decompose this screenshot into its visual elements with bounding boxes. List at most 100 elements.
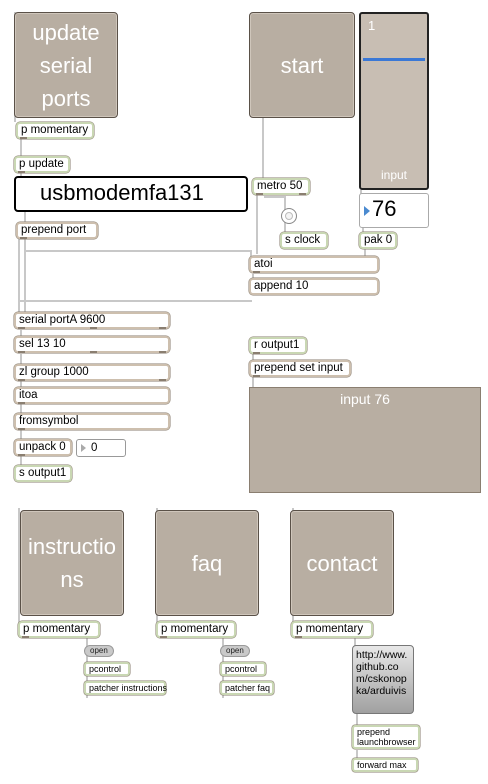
slider-level-indicator — [363, 58, 425, 62]
unpack-object[interactable]: unpack 0 — [14, 439, 72, 456]
input-slider[interactable]: 1 input — [359, 12, 429, 190]
wire — [262, 118, 264, 178]
open-faq-message[interactable]: open — [220, 645, 250, 657]
open-instructions-message[interactable]: open — [84, 645, 114, 657]
wire — [18, 508, 20, 624]
url-message-box[interactable]: http://www.github.com/cskonopka/arduivis — [352, 645, 414, 714]
output-display-text: input 76 — [340, 391, 390, 407]
p-update-object[interactable]: p update — [14, 156, 70, 173]
wire — [252, 377, 254, 387]
wire — [250, 250, 252, 260]
object-label: prepend port — [21, 224, 87, 236]
p-momentary-object[interactable]: p momentary — [16, 122, 94, 139]
object-label: forward max — [357, 760, 407, 770]
port-message-box[interactable]: usbmodemfa131 — [14, 176, 248, 212]
p-momentary-contact-object[interactable]: p momentary — [291, 621, 373, 638]
bang-button[interactable] — [281, 208, 297, 224]
object-label: p momentary — [23, 623, 91, 635]
prepend-port-object[interactable]: prepend port — [16, 222, 98, 239]
wire — [264, 196, 286, 198]
p-momentary-faq-object[interactable]: p momentary — [156, 621, 236, 638]
start-button[interactable]: start — [249, 12, 355, 118]
object-label: pcontrol — [89, 664, 122, 674]
object-label: open — [226, 646, 244, 655]
object-label: atoi — [254, 258, 273, 270]
slider-bottom-label: input — [380, 168, 408, 182]
start-label: start — [280, 52, 324, 78]
patcher-instructions-object[interactable]: patcher instructions — [84, 681, 168, 695]
object-label: patcher faq — [225, 683, 271, 693]
wire — [364, 248, 366, 258]
s-clock-object[interactable]: s clock — [280, 232, 328, 249]
object-label: p update — [19, 158, 64, 170]
triangle-icon — [81, 444, 86, 452]
wire — [252, 354, 254, 360]
wire — [24, 250, 252, 252]
wire — [24, 212, 26, 316]
prepend-launchbrowser-object[interactable]: prepend launchbrowser — [352, 725, 420, 749]
pcontrol-faq-object[interactable]: pcontrol — [220, 662, 266, 676]
wire — [20, 330, 22, 336]
update-serial-ports-label: update serial ports — [32, 19, 100, 111]
wire — [20, 381, 22, 387]
instructions-label: instructions — [27, 534, 117, 592]
r-output-object[interactable]: r output1 — [249, 337, 307, 354]
object-label: p momentary — [161, 623, 229, 635]
output-display: input 76 — [249, 387, 481, 493]
prepend-set-input-object[interactable]: prepend set input — [249, 360, 351, 377]
number-value: 76 — [372, 196, 397, 221]
number-box[interactable]: 76 — [359, 193, 429, 228]
wire — [20, 138, 22, 158]
metro-object[interactable]: metro 50 — [252, 178, 310, 195]
object-label: append 10 — [254, 280, 309, 292]
wire — [356, 714, 358, 726]
object-label: pcontrol — [225, 664, 258, 674]
object-label: s clock — [285, 234, 321, 246]
serial-object[interactable]: serial portA 9600 — [14, 312, 170, 329]
unpack-number-box[interactable]: 0 — [76, 439, 126, 457]
update-serial-ports-button[interactable]: update serial ports — [14, 12, 118, 118]
atoi-object[interactable]: atoi — [249, 256, 379, 273]
number-value: 0 — [91, 442, 98, 454]
wire — [18, 238, 20, 314]
slider-top-label: 1 — [368, 18, 376, 33]
wire — [18, 300, 252, 302]
faq-button[interactable]: faq — [155, 510, 259, 616]
wire — [20, 354, 22, 364]
wire — [20, 168, 22, 180]
object-label: open — [90, 646, 108, 655]
object-label: fromsymbol — [19, 415, 79, 427]
wire — [354, 636, 356, 646]
object-label: patcher instructions — [89, 683, 168, 693]
fromsymbol-object[interactable]: fromsymbol — [14, 413, 170, 430]
object-label: prepend set input — [254, 362, 343, 374]
wire — [20, 430, 22, 439]
object-label: sel 13 10 — [19, 338, 66, 350]
forward-max-object[interactable]: forward max — [352, 758, 418, 772]
instructions-button[interactable]: instructions — [20, 510, 124, 616]
wire — [20, 404, 22, 413]
faq-label: faq — [191, 550, 223, 576]
url-text: http://www.github.com/cskonopka/arduivis — [356, 649, 408, 697]
pak-object[interactable]: pak 0 — [359, 232, 397, 249]
p-momentary-instructions-object[interactable]: p momentary — [18, 621, 100, 638]
object-label: p momentary — [296, 623, 364, 635]
object-label: metro 50 — [257, 180, 303, 192]
object-label: prepend launchbrowser — [357, 727, 416, 747]
sel-object[interactable]: sel 13 10 — [14, 336, 170, 353]
contact-label: contact — [306, 550, 378, 576]
object-label: zl group 1000 — [19, 366, 89, 378]
zl-group-object[interactable]: zl group 1000 — [14, 364, 170, 381]
itoa-object[interactable]: itoa — [14, 387, 170, 404]
object-label: unpack 0 — [19, 441, 66, 453]
wire — [20, 456, 22, 465]
append-object[interactable]: append 10 — [249, 278, 379, 295]
triangle-icon — [364, 206, 370, 216]
wire — [252, 274, 254, 279]
object-label: serial portA 9600 — [19, 314, 106, 326]
patcher-faq-object[interactable]: patcher faq — [220, 681, 274, 695]
contact-button[interactable]: contact — [290, 510, 394, 616]
pcontrol-instructions-object[interactable]: pcontrol — [84, 662, 130, 676]
s-output-object[interactable]: s output1 — [14, 465, 72, 482]
object-label: itoa — [19, 389, 38, 401]
